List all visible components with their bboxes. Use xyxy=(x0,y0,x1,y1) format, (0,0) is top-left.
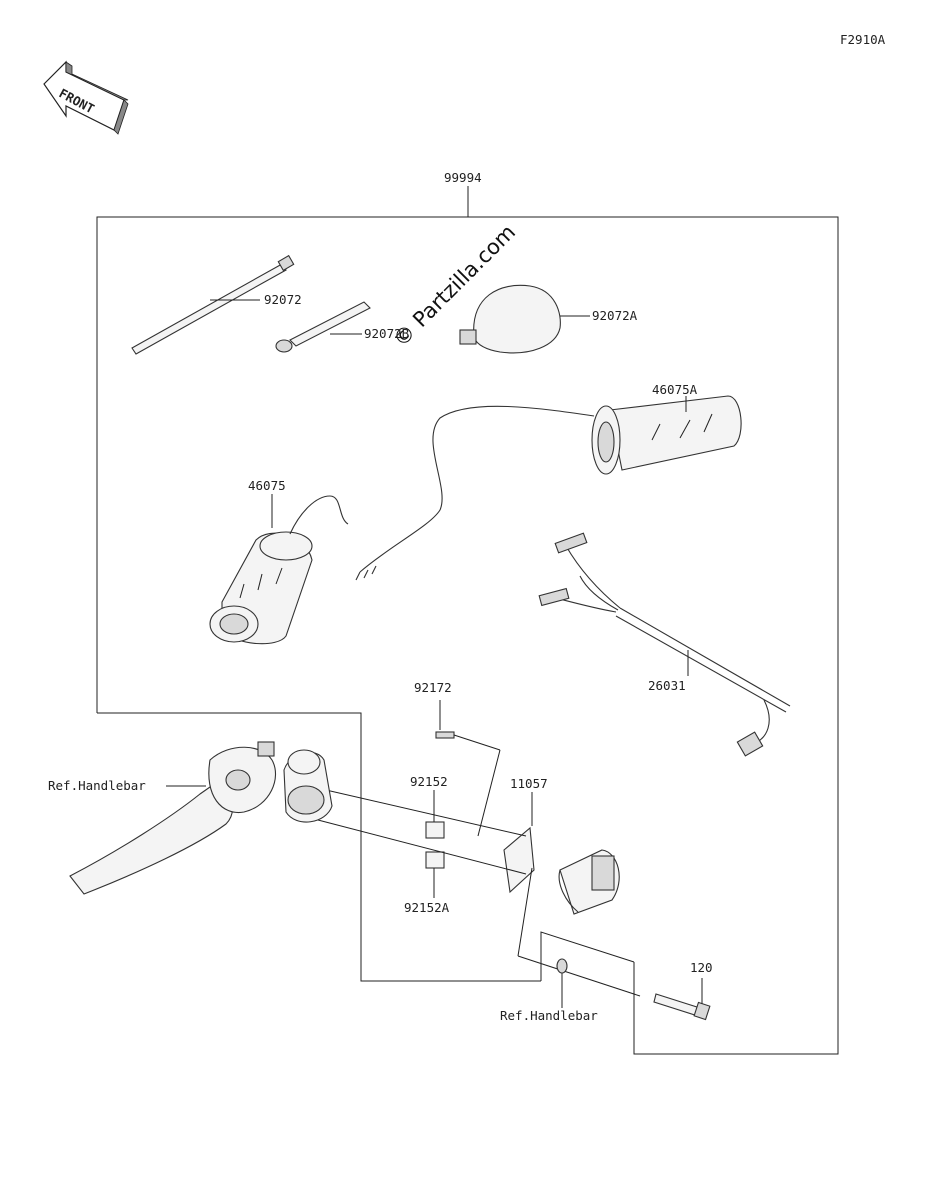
label-46075: 46075 xyxy=(248,478,286,493)
label-99994: 99994 xyxy=(444,170,482,185)
label-ref-handlebar-2: Ref.Handlebar xyxy=(500,1008,598,1023)
label-92152: 92152 xyxy=(410,774,448,789)
label-92152a: 92152A xyxy=(404,900,450,915)
band-clamp xyxy=(459,284,590,354)
label-26031: 26031 xyxy=(648,678,686,693)
assembly-lines xyxy=(317,789,641,997)
diagram-code: F2910A xyxy=(840,32,886,47)
label-11057: 11057 xyxy=(510,776,548,791)
bolt xyxy=(653,978,711,1021)
grip-left xyxy=(209,494,349,645)
collar xyxy=(425,790,445,839)
cable-tie-short xyxy=(275,301,371,353)
label-ref-handlebar-1: Ref.Handlebar xyxy=(48,778,146,793)
washer xyxy=(556,958,568,1008)
cable-tie-long xyxy=(131,254,295,355)
collar-a xyxy=(425,851,445,898)
label-92172: 92172 xyxy=(414,680,452,695)
wiring-harness xyxy=(538,532,791,757)
front-arrow-icon: FRONT xyxy=(43,60,129,135)
kit-frame xyxy=(96,186,839,1055)
label-120: 120 xyxy=(690,960,713,975)
label-46075a: 46075A xyxy=(652,382,698,397)
grip-right xyxy=(355,395,742,581)
brake-lever xyxy=(69,741,333,895)
label-92072a: 92072A xyxy=(592,308,638,323)
switch-assembly xyxy=(503,792,620,915)
screw xyxy=(435,700,501,837)
label-92072: 92072 xyxy=(264,292,302,307)
label-92072b: 92072B xyxy=(364,326,409,341)
